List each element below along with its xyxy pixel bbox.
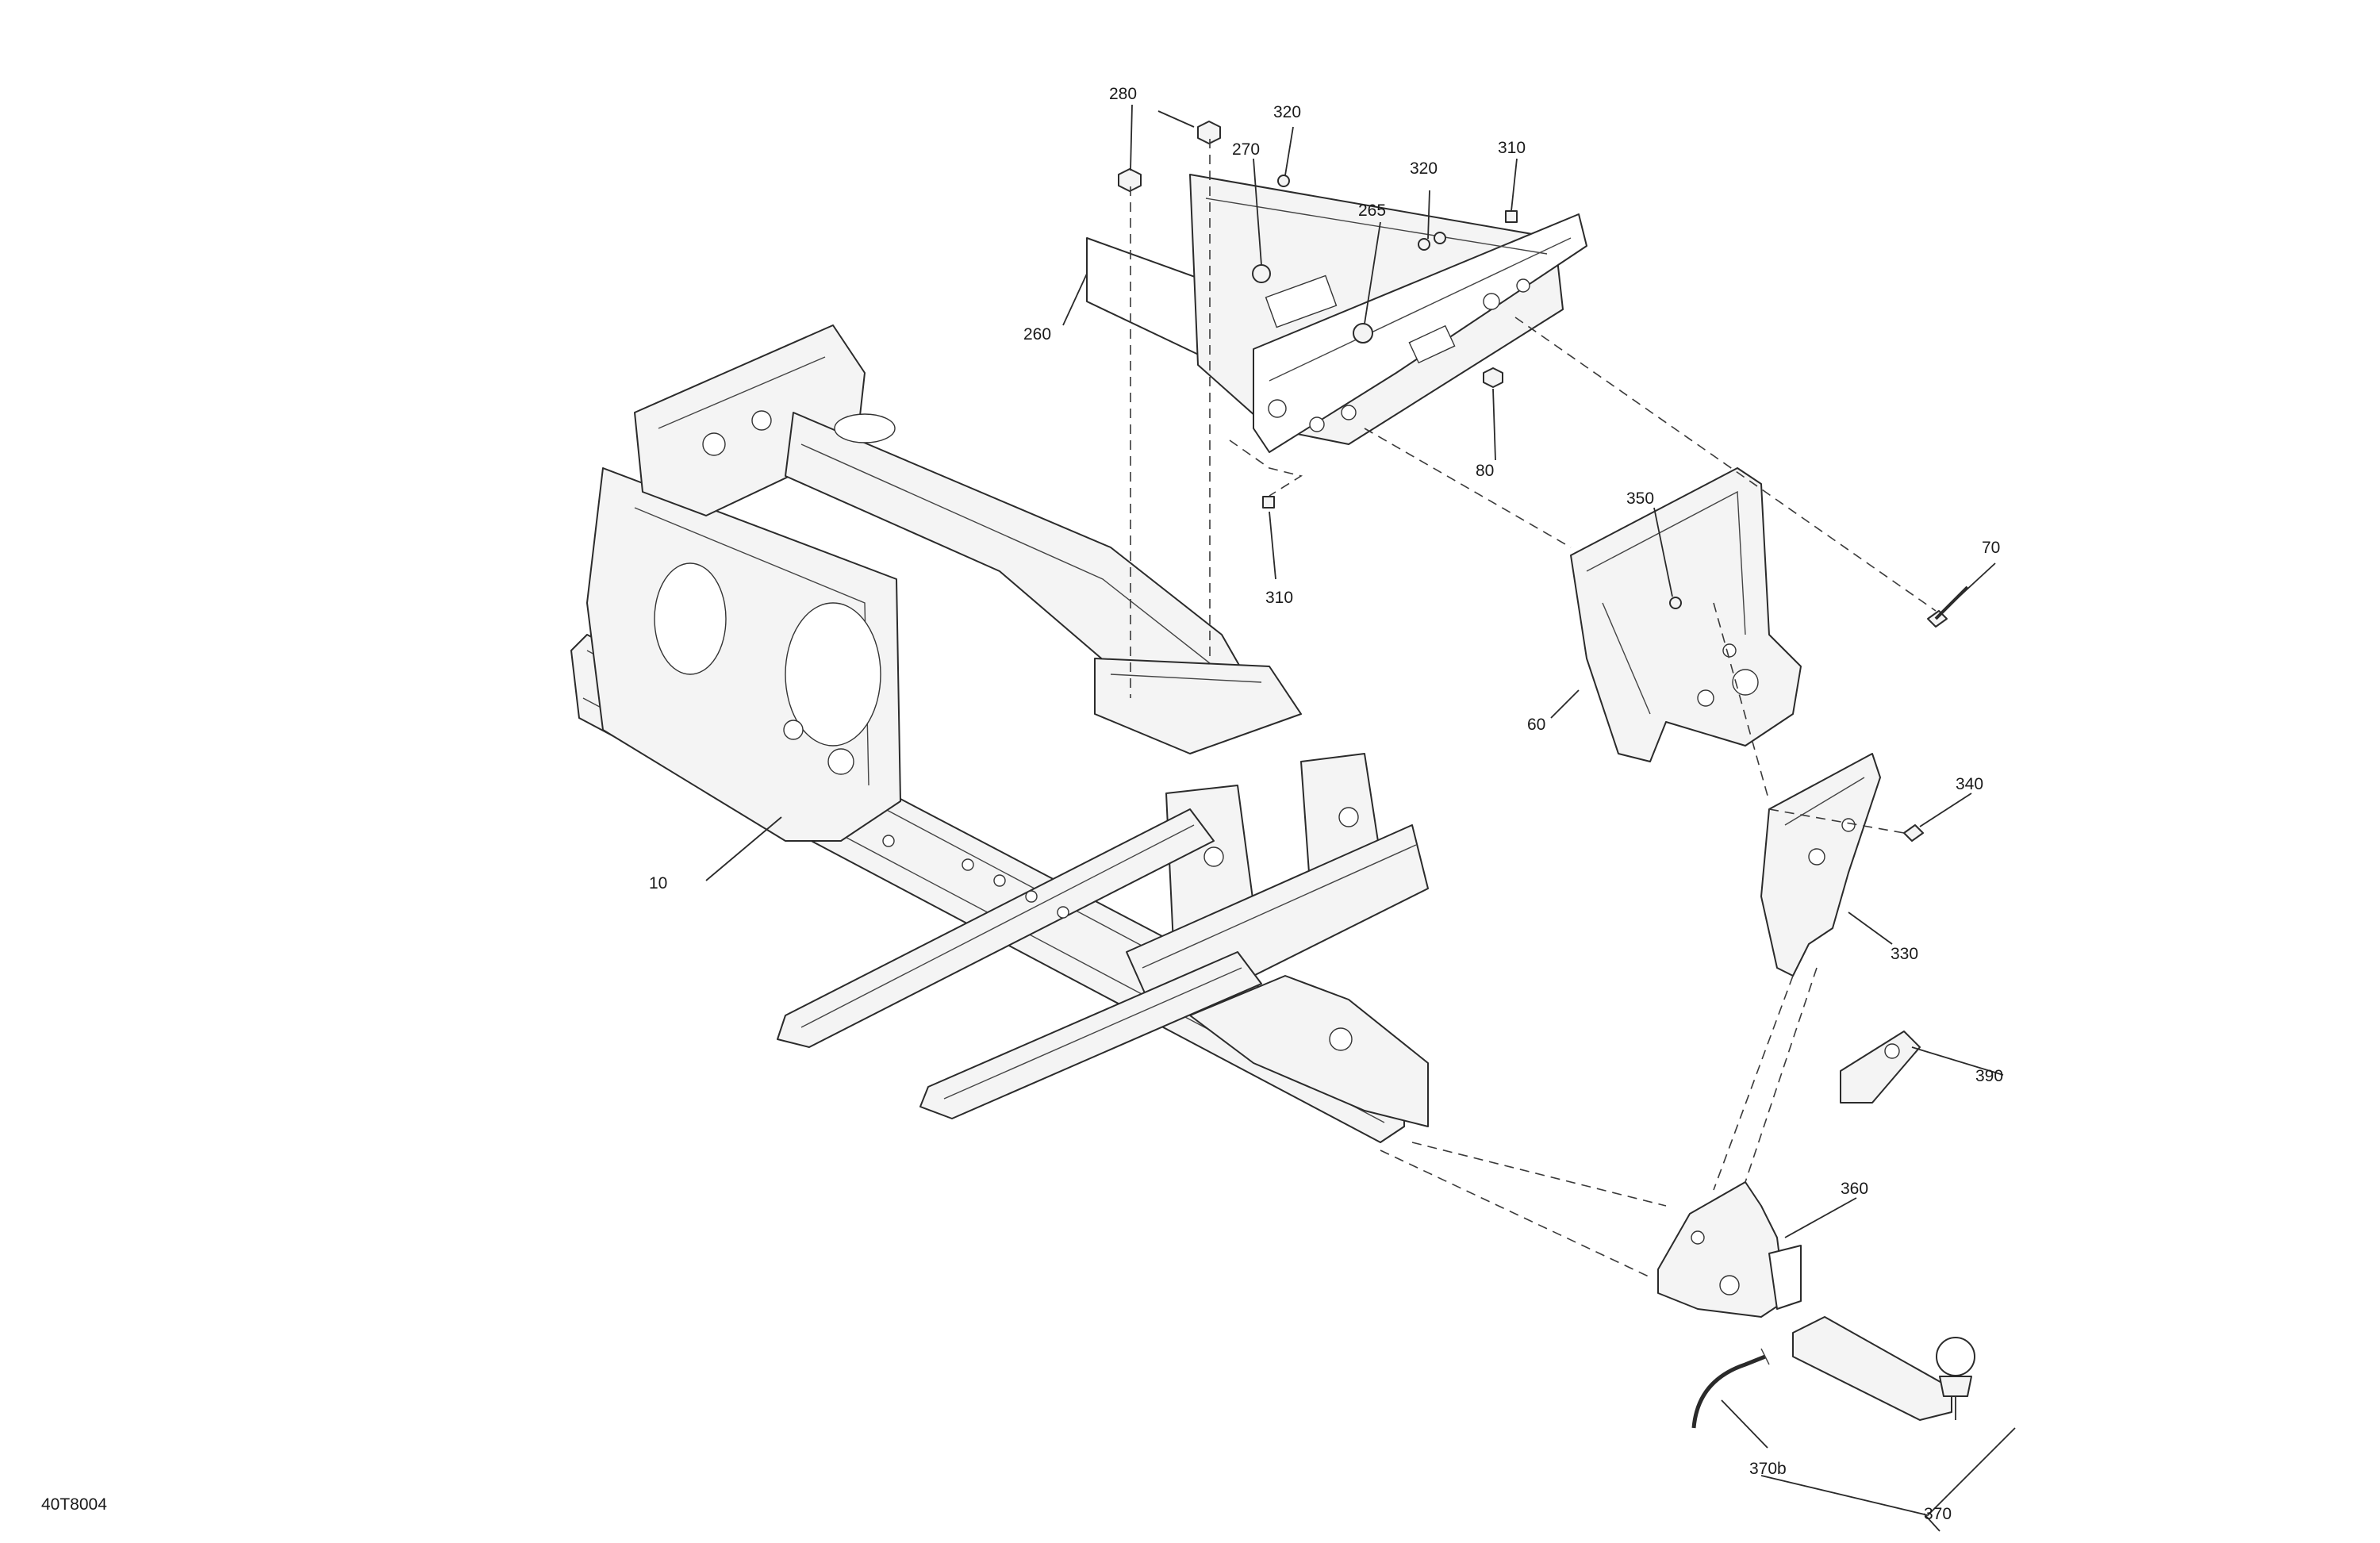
callout-340: 340 (1956, 775, 1983, 793)
assembly-lines (1130, 139, 1937, 1278)
callout-350: 350 (1626, 489, 1654, 508)
callout-270: 270 (1232, 140, 1260, 159)
fasteners (1118, 121, 1969, 842)
callout-10: 10 (649, 874, 667, 892)
hitch-receiver-part-360 (1657, 1181, 1802, 1318)
callout-280: 280 (1109, 85, 1137, 103)
callout-80: 80 (1476, 462, 1494, 480)
callout-330: 330 (1891, 945, 1918, 963)
drawing-code: 40T8004 (41, 1495, 107, 1514)
side-bracket-part-60 (1570, 467, 1802, 762)
rear-cross-frame-part-260 (1086, 174, 1587, 453)
hitch-pin-part-370b (1691, 1348, 1770, 1429)
callout-60: 60 (1527, 716, 1545, 734)
callout-390: 390 (1975, 1067, 2003, 1085)
nut-280-right (1197, 121, 1221, 144)
callout-370b: 370b (1749, 1460, 1787, 1478)
callout-labels: 280 320 270 320 310 265 260 80 350 70 31… (649, 85, 2003, 1523)
callout-265: 265 (1358, 202, 1386, 220)
callout-310-top: 310 (1498, 139, 1526, 157)
side-plate-part-330 (1760, 753, 1881, 977)
callout-310: 310 (1265, 589, 1293, 607)
callout-320-top: 320 (1273, 103, 1301, 121)
callout-260: 260 (1023, 325, 1051, 344)
nut-280-left (1118, 168, 1142, 192)
plate-part-390 (1840, 1031, 1921, 1104)
callout-70: 70 (1982, 539, 2000, 557)
callout-320: 320 (1410, 159, 1438, 178)
leader-lines (705, 104, 2016, 1532)
callout-360: 360 (1841, 1180, 1868, 1198)
main-frame-part-10 (570, 324, 1429, 1143)
callout-370: 370 (1924, 1505, 1952, 1523)
hitch-ball-mount-part-370 (1792, 1316, 1975, 1421)
